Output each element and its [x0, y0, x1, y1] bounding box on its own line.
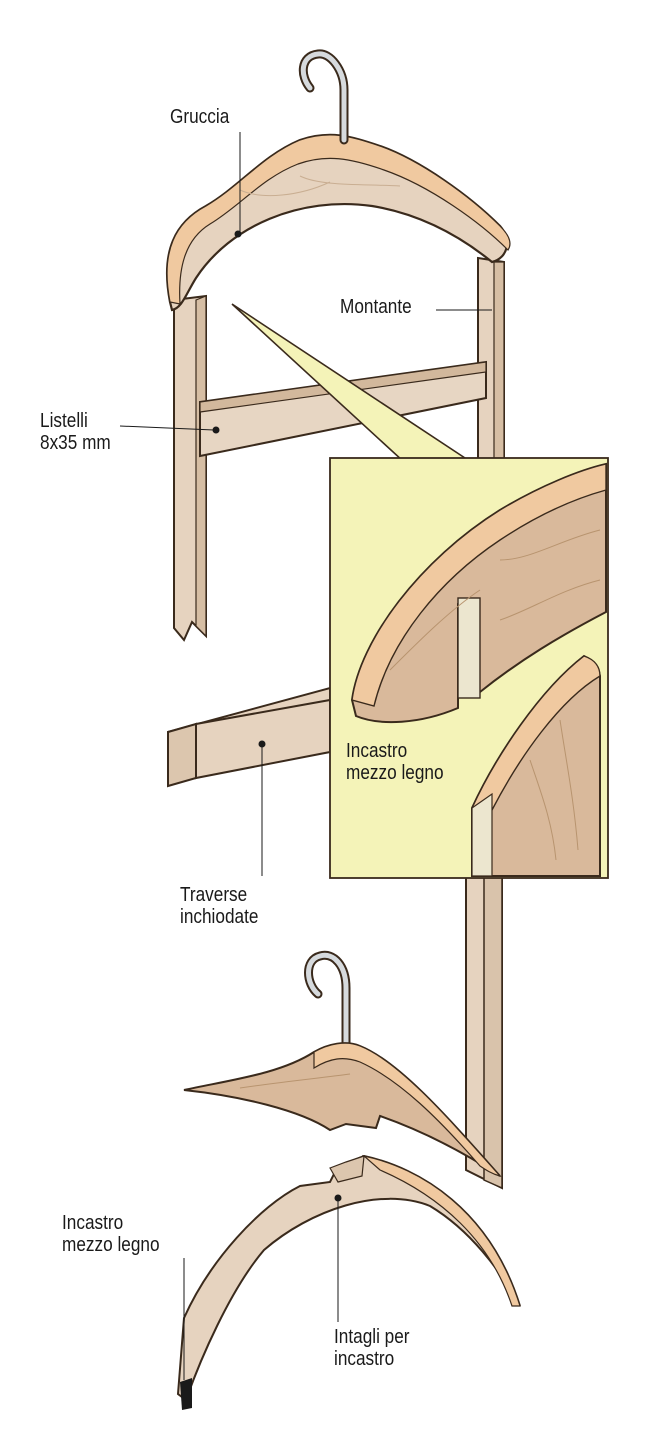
bottom-hanger-hook-icon — [304, 950, 351, 1057]
label-listelli: Listelli 8x35 mm — [40, 410, 111, 454]
bottom-hanger-upper — [183, 1042, 502, 1178]
detail-panel — [329, 457, 609, 879]
traverse-bars — [167, 686, 331, 788]
top-hanger-hook-icon — [298, 49, 349, 145]
right-montante — [477, 256, 505, 461]
label-montante: Montante — [340, 296, 412, 318]
lower-montante — [465, 859, 503, 1190]
label-traverse: Traverse inchiodate — [180, 884, 259, 928]
bottom-hanger-lower — [176, 1154, 521, 1410]
label-intagli: Intagli per incastro — [334, 1326, 410, 1370]
leader-lines — [119, 132, 492, 1380]
top-hanger — [165, 133, 511, 312]
left-montante — [173, 294, 207, 642]
label-incastro-detail: Incastro mezzo legno — [346, 740, 444, 784]
label-gruccia: Gruccia — [170, 106, 230, 128]
listelli-slat — [199, 360, 487, 458]
label-incastro-bottom: Incastro mezzo legno — [62, 1212, 160, 1256]
